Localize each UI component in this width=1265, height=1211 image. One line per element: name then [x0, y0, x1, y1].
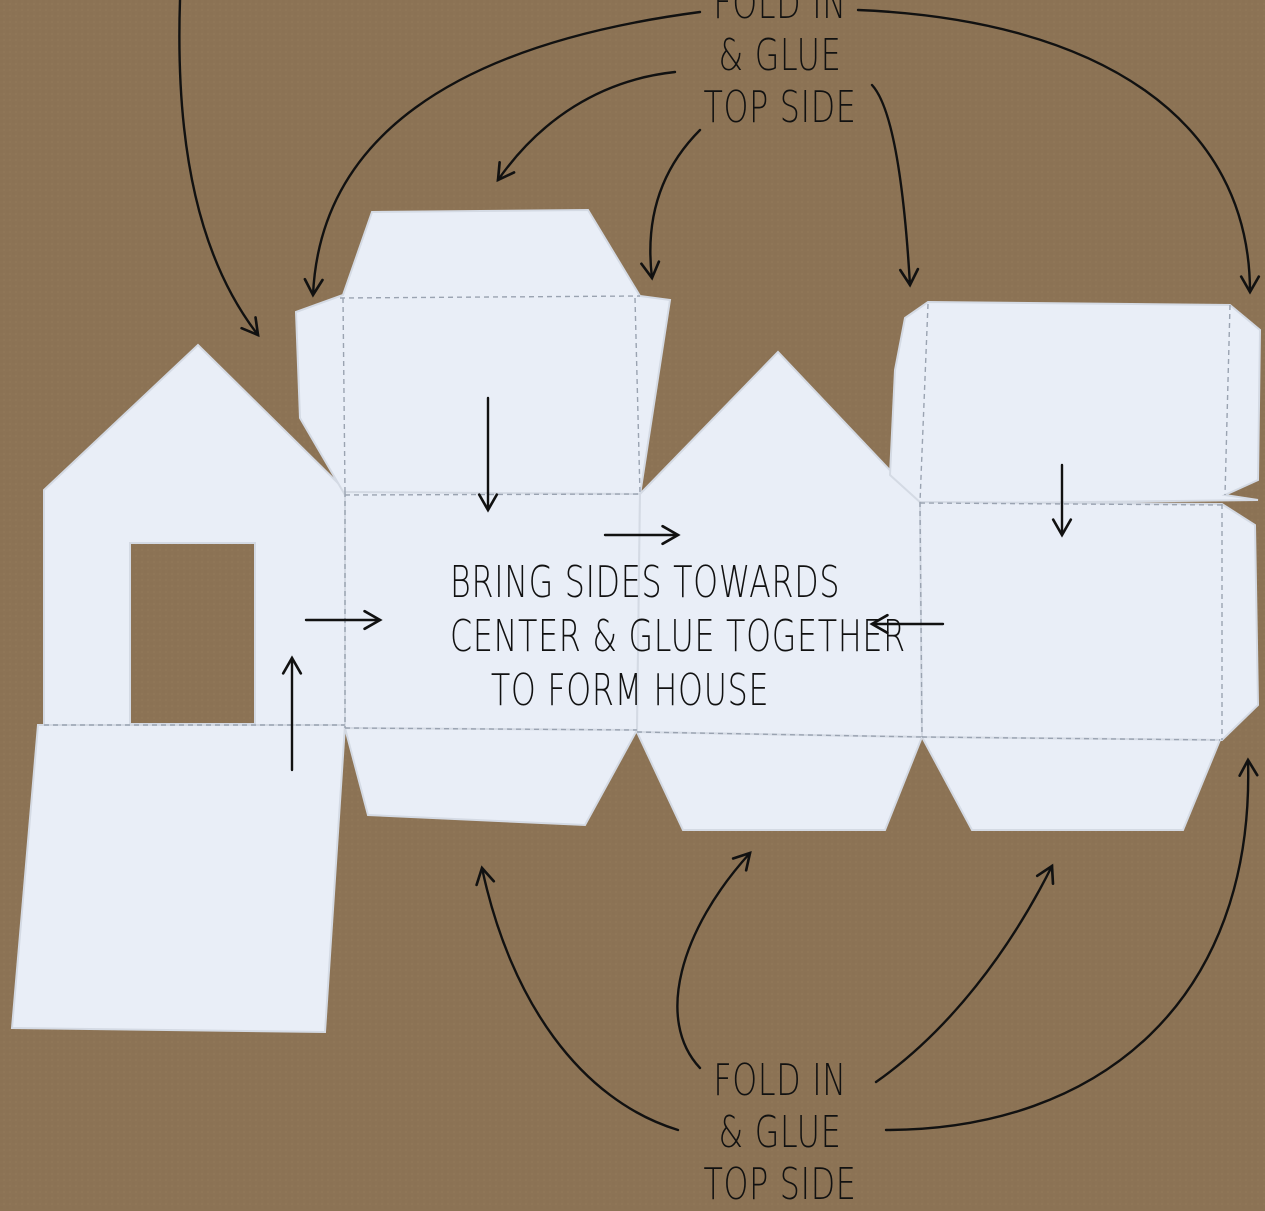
top-label-line-1: FOLD IN: [672, 0, 888, 30]
roof-top-flap: [890, 302, 1260, 504]
center-bottom-flap: [345, 728, 637, 825]
top-label-line-3: TOP SIDE: [672, 82, 888, 134]
center-label-line-2: CENTER & GLUE TOGETHER: [450, 610, 810, 664]
top-label-line-2: & GLUE: [672, 30, 888, 82]
top-instruction-label: FOLD IN & GLUE TOP SIDE: [672, 0, 888, 134]
base-panel: [12, 725, 345, 1032]
center-label-line-3: TO FORM HOUSE: [450, 664, 810, 718]
right-bottom-flap: [922, 737, 1220, 830]
right-side-panel: [920, 502, 1258, 740]
center-label-line-1: BRING SIDES TOWARDS: [450, 556, 810, 610]
gable-bottom-flap: [637, 732, 922, 830]
bottom-label-line-2: & GLUE: [672, 1107, 888, 1159]
bottom-instruction-label: FOLD IN & GLUE TOP SIDE: [672, 1055, 888, 1211]
bottom-label-line-1: FOLD IN: [672, 1055, 888, 1107]
center-instruction-label: BRING SIDES TOWARDS CENTER & GLUE TOGETH…: [450, 556, 810, 718]
bottom-label-line-3: TOP SIDE: [672, 1159, 888, 1211]
